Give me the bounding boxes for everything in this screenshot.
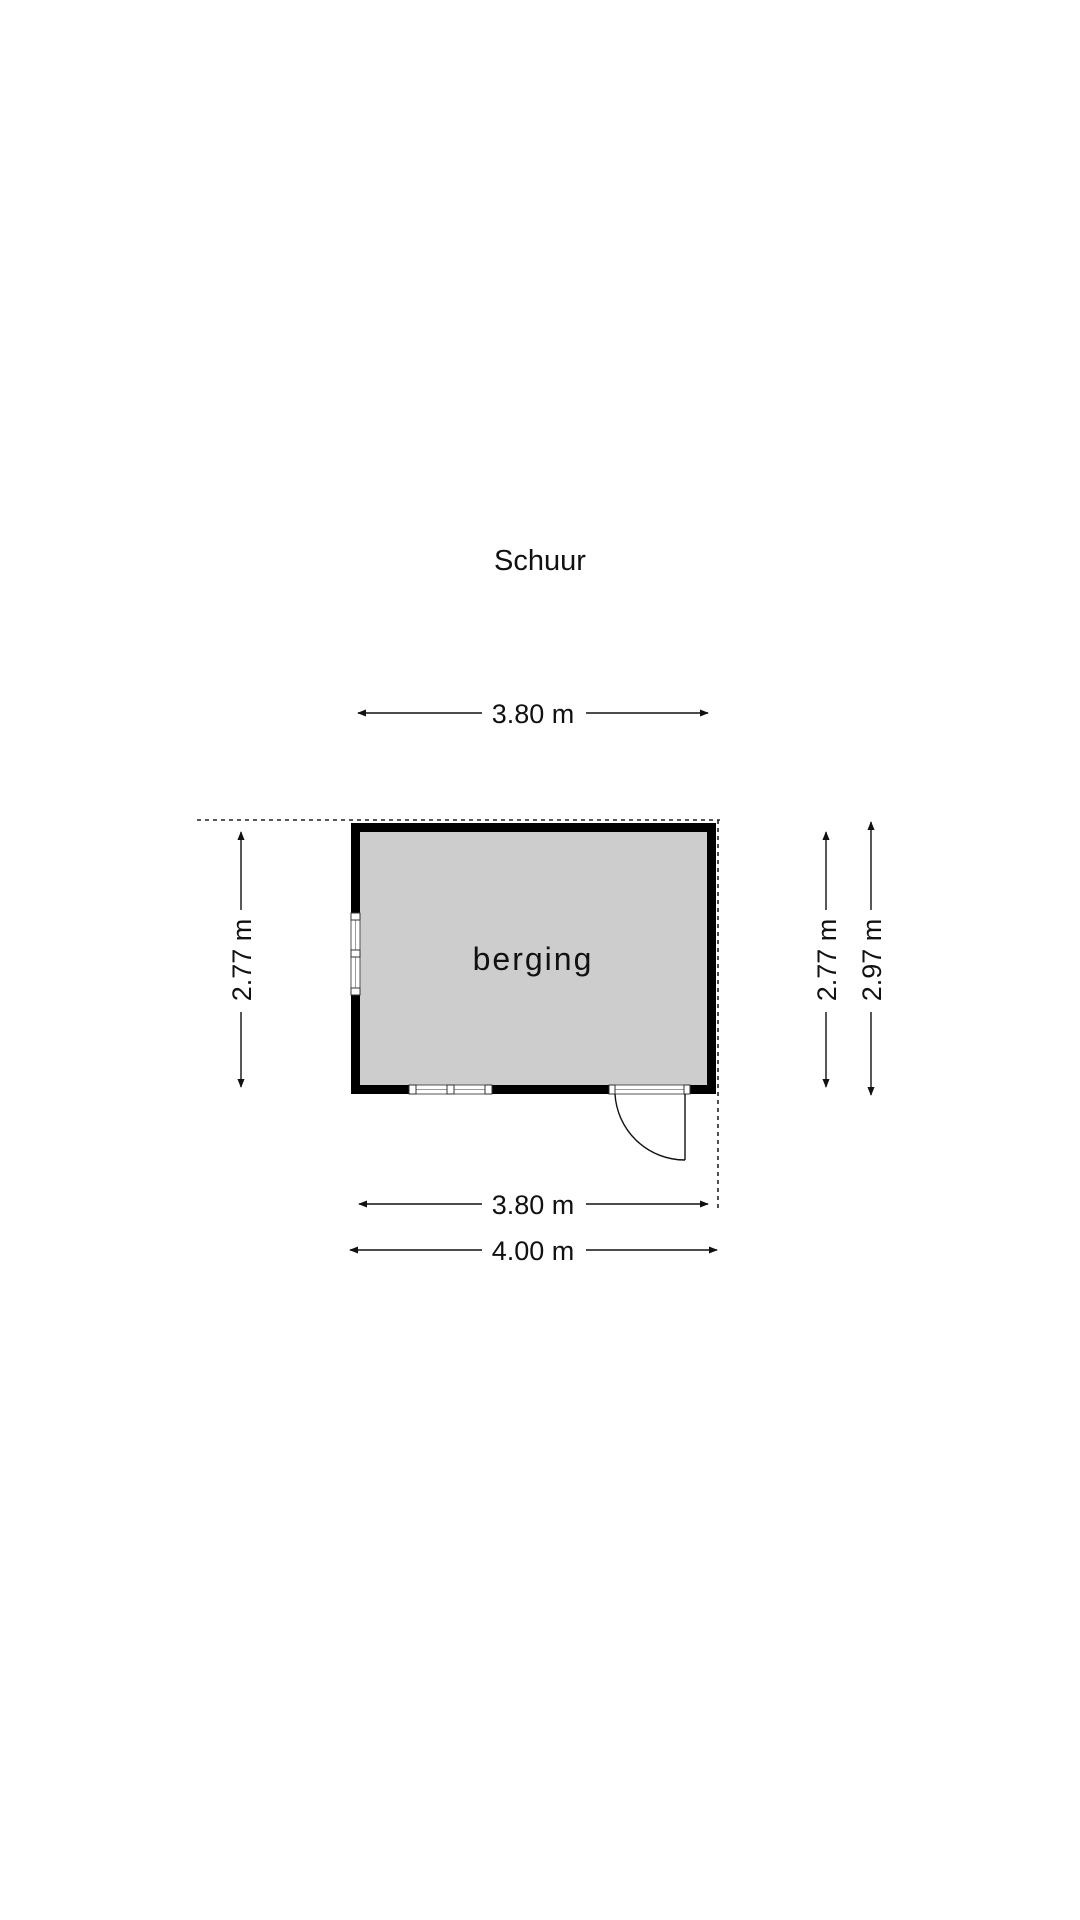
dimension-top-width: 3.80 m bbox=[357, 699, 709, 729]
dimension-bottom-width-inner: 3.80 m bbox=[358, 1190, 709, 1220]
dimension-bottom-width-inner-label: 3.80 m bbox=[492, 1190, 575, 1220]
dimension-left-height: 2.77 m bbox=[227, 831, 257, 1088]
reference-dashed-lines bbox=[197, 819, 720, 1208]
dimension-top-width-label: 3.80 m bbox=[492, 699, 575, 729]
shed-outline bbox=[351, 823, 716, 1094]
room-label: berging bbox=[473, 941, 594, 977]
door-swing-arc bbox=[614, 1093, 686, 1161]
plan-title: Schuur bbox=[494, 545, 586, 577]
window-bottom-wall bbox=[408, 1084, 493, 1095]
dimension-right-height-inner-label: 2.77 m bbox=[812, 919, 842, 1002]
dimension-bottom-width-outer-label: 4.00 m bbox=[492, 1236, 575, 1266]
dimension-left-height-label: 2.77 m bbox=[227, 919, 257, 1002]
window-left-wall bbox=[350, 912, 361, 996]
dimension-right-height-outer-label: 2.97 m bbox=[857, 919, 887, 1002]
dimension-right-height-inner: 2.77 m bbox=[812, 831, 842, 1088]
room-floor bbox=[360, 832, 707, 1085]
door bbox=[608, 1084, 691, 1161]
dimension-bottom-width-outer: 4.00 m bbox=[349, 1236, 718, 1266]
dimension-right-height-outer: 2.97 m bbox=[857, 821, 887, 1096]
